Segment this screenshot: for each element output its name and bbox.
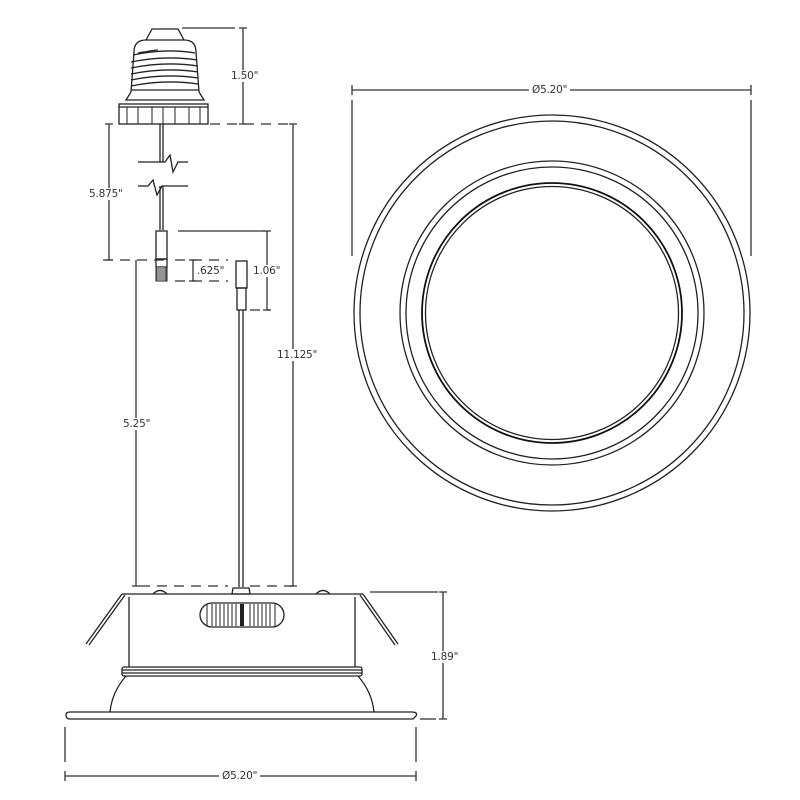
front-view [353,114,751,512]
connector-plug [155,230,168,282]
housing [65,587,418,720]
dim-label-housing-lead: 5.25" [123,418,151,430]
dim-label-lead-length: 5.875" [89,188,123,200]
middle-ring [399,160,705,466]
dim-label-plug-length: .625" [197,265,225,277]
lens [421,182,683,444]
dim-label-housing-height: 1.89" [431,651,459,663]
dimension-lines [64,27,752,781]
connector-socket [235,260,248,587]
outer-trim-ring [353,114,751,512]
screw-base-adapter [118,28,209,125]
dim-label-side-diameter: Ø5.20" [219,770,261,782]
lead-wire [138,124,188,230]
dim-label-top-diameter: Ø5.20" [529,84,571,96]
dim-label-adapter-height: 1.50" [231,70,259,82]
dim-label-socket-length: 1.06" [253,265,281,277]
dim-label-overall-length: 11.125" [277,349,318,361]
